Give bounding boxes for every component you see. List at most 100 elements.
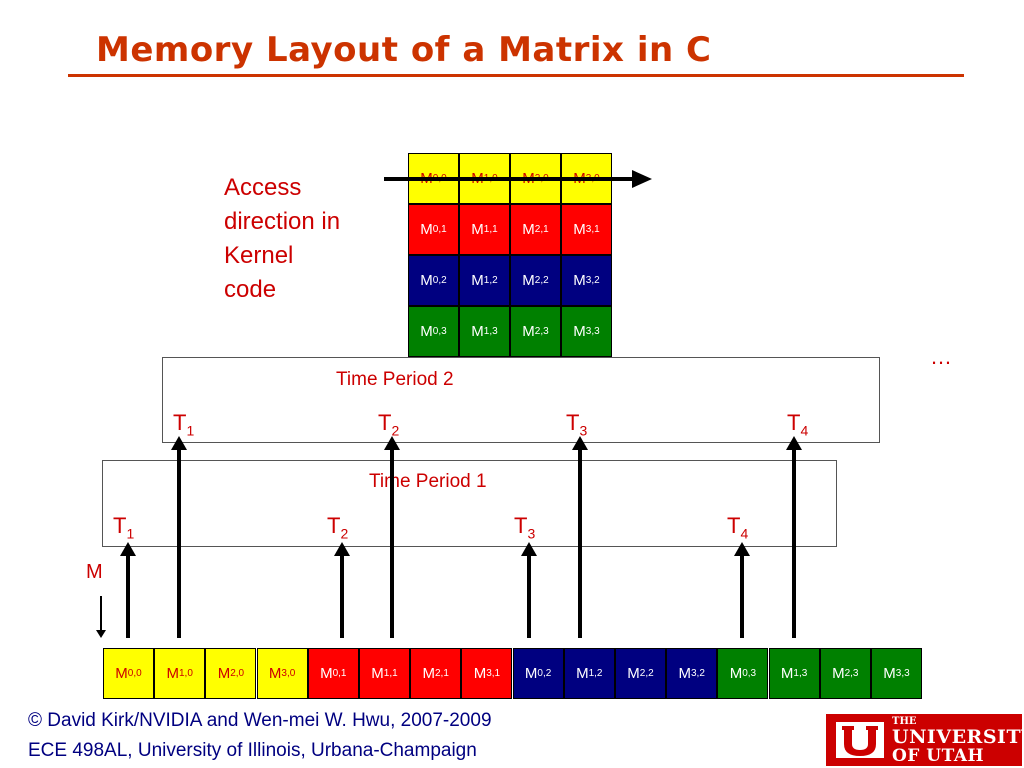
period1-thread-3-arrow bbox=[521, 542, 537, 638]
matrix-cell-index: 0,3 bbox=[432, 326, 447, 337]
matrix-cell-symbol: M bbox=[471, 323, 484, 340]
memory-cell-index: 1,2 bbox=[588, 668, 603, 679]
matrix-cell-index: 3,3 bbox=[585, 326, 600, 337]
period1-thread-2: T2 bbox=[327, 513, 348, 541]
matrix-cell-symbol: M bbox=[522, 323, 535, 340]
memory-cell-symbol: M bbox=[371, 665, 384, 682]
time-period-2-box bbox=[162, 357, 880, 443]
thread-prefix: T bbox=[327, 513, 341, 538]
logo-line-2: UNIVERSITY bbox=[892, 726, 1024, 748]
time-period-2-label: Time Period 2 bbox=[336, 369, 454, 390]
memory-cell-index: 2,2 bbox=[639, 668, 654, 679]
matrix-cell-index: 0,2 bbox=[432, 275, 447, 286]
period2-thread-3: T3 bbox=[566, 410, 587, 438]
period2-thread-1-arrow bbox=[171, 436, 187, 638]
period2-thread-2: T2 bbox=[378, 410, 399, 438]
matrix-cell-symbol: M bbox=[420, 221, 433, 238]
memory-cell-index: 1,3 bbox=[793, 668, 808, 679]
matrix-cell-symbol: M bbox=[522, 221, 535, 238]
memory-cell-symbol: M bbox=[524, 665, 538, 682]
matrix-cell-symbol: M bbox=[522, 272, 535, 289]
memory-cell-index: 2,1 bbox=[434, 668, 449, 679]
matrix-cell-index: 3,1 bbox=[585, 224, 600, 235]
thread-index: 1 bbox=[126, 525, 135, 542]
memory-cell-symbol: M bbox=[780, 665, 794, 682]
period2-thread-4: T4 bbox=[787, 410, 808, 438]
period2-thread-4-arrow bbox=[786, 436, 802, 638]
matrix-cell-index: 1,3 bbox=[483, 326, 498, 337]
period1-thread-1-arrow bbox=[120, 542, 136, 638]
memory-cell-symbol: M bbox=[883, 665, 896, 682]
logo-line-1: THE bbox=[892, 716, 917, 727]
memory-cell-index: 0,1 bbox=[332, 668, 347, 679]
university-of-utah-logo: THE UNIVERSITY OF UTAH bbox=[826, 714, 1024, 766]
memory-cell-symbol: M bbox=[832, 665, 845, 682]
matrix-cell-symbol: M bbox=[420, 272, 433, 289]
matrix-cell-symbol: M bbox=[471, 221, 484, 238]
slide-title: Memory Layout of a Matrix in C bbox=[96, 30, 712, 70]
thread-prefix: T bbox=[514, 513, 528, 538]
memory-cell-index: 0,3 bbox=[742, 668, 757, 679]
logo-wordmark: THE UNIVERSITY OF UTAH bbox=[892, 716, 1024, 765]
memory-cell-index: 0,0 bbox=[127, 668, 142, 679]
access-line-4: code bbox=[224, 276, 277, 303]
memory-cell-index: 3,0 bbox=[281, 668, 296, 679]
memory-cell-symbol: M bbox=[268, 665, 282, 682]
access-direction-label: Access direction in Kernel code bbox=[224, 171, 340, 307]
memory-cell-index: 3,2 bbox=[690, 668, 705, 679]
memory-cell-symbol: M bbox=[678, 665, 691, 682]
matrix-cell-symbol: M bbox=[573, 221, 586, 238]
footer-credits: © David Kirk/NVIDIA and Wen-mei W. Hwu, … bbox=[28, 706, 492, 766]
thread-prefix: T bbox=[727, 513, 741, 538]
block-u-icon bbox=[836, 722, 884, 758]
memory-cell-symbol: M bbox=[217, 665, 231, 682]
thread-index: 4 bbox=[800, 422, 809, 439]
matrix-cell-index: 2,3 bbox=[534, 326, 549, 337]
thread-index: 4 bbox=[740, 525, 749, 542]
memory-cell-index: 0,2 bbox=[537, 668, 552, 679]
memory-cell-symbol: M bbox=[473, 665, 487, 682]
matrix-cell-symbol: M bbox=[471, 272, 484, 289]
footer-line-2: ECE 498AL, University of Illinois, Urban… bbox=[28, 740, 477, 761]
access-line-1: Access bbox=[224, 174, 302, 201]
matrix-cell-symbol: M bbox=[420, 323, 433, 340]
access-direction-arrow bbox=[384, 170, 652, 188]
logo-line-3: OF UTAH bbox=[892, 746, 985, 766]
memory-cell-index: 2,0 bbox=[230, 668, 245, 679]
memory-label: M bbox=[86, 561, 103, 583]
memory-cell-symbol: M bbox=[166, 665, 179, 682]
memory-cell-symbol: M bbox=[320, 665, 333, 682]
memory-cell-index: 1,0 bbox=[178, 668, 193, 679]
time-period-1-box bbox=[102, 460, 837, 547]
memory-cell-index: 3,1 bbox=[486, 668, 501, 679]
period2-thread-3-arrow bbox=[572, 436, 588, 638]
memory-cell-symbol: M bbox=[115, 665, 128, 682]
memory-cell-symbol: M bbox=[627, 665, 640, 682]
ellipsis: … bbox=[930, 344, 952, 369]
period1-thread-3: T3 bbox=[514, 513, 535, 541]
memory-cell-index: 2,3 bbox=[844, 668, 859, 679]
thread-index: 3 bbox=[579, 422, 588, 439]
matrix-cell-symbol: M bbox=[573, 272, 586, 289]
